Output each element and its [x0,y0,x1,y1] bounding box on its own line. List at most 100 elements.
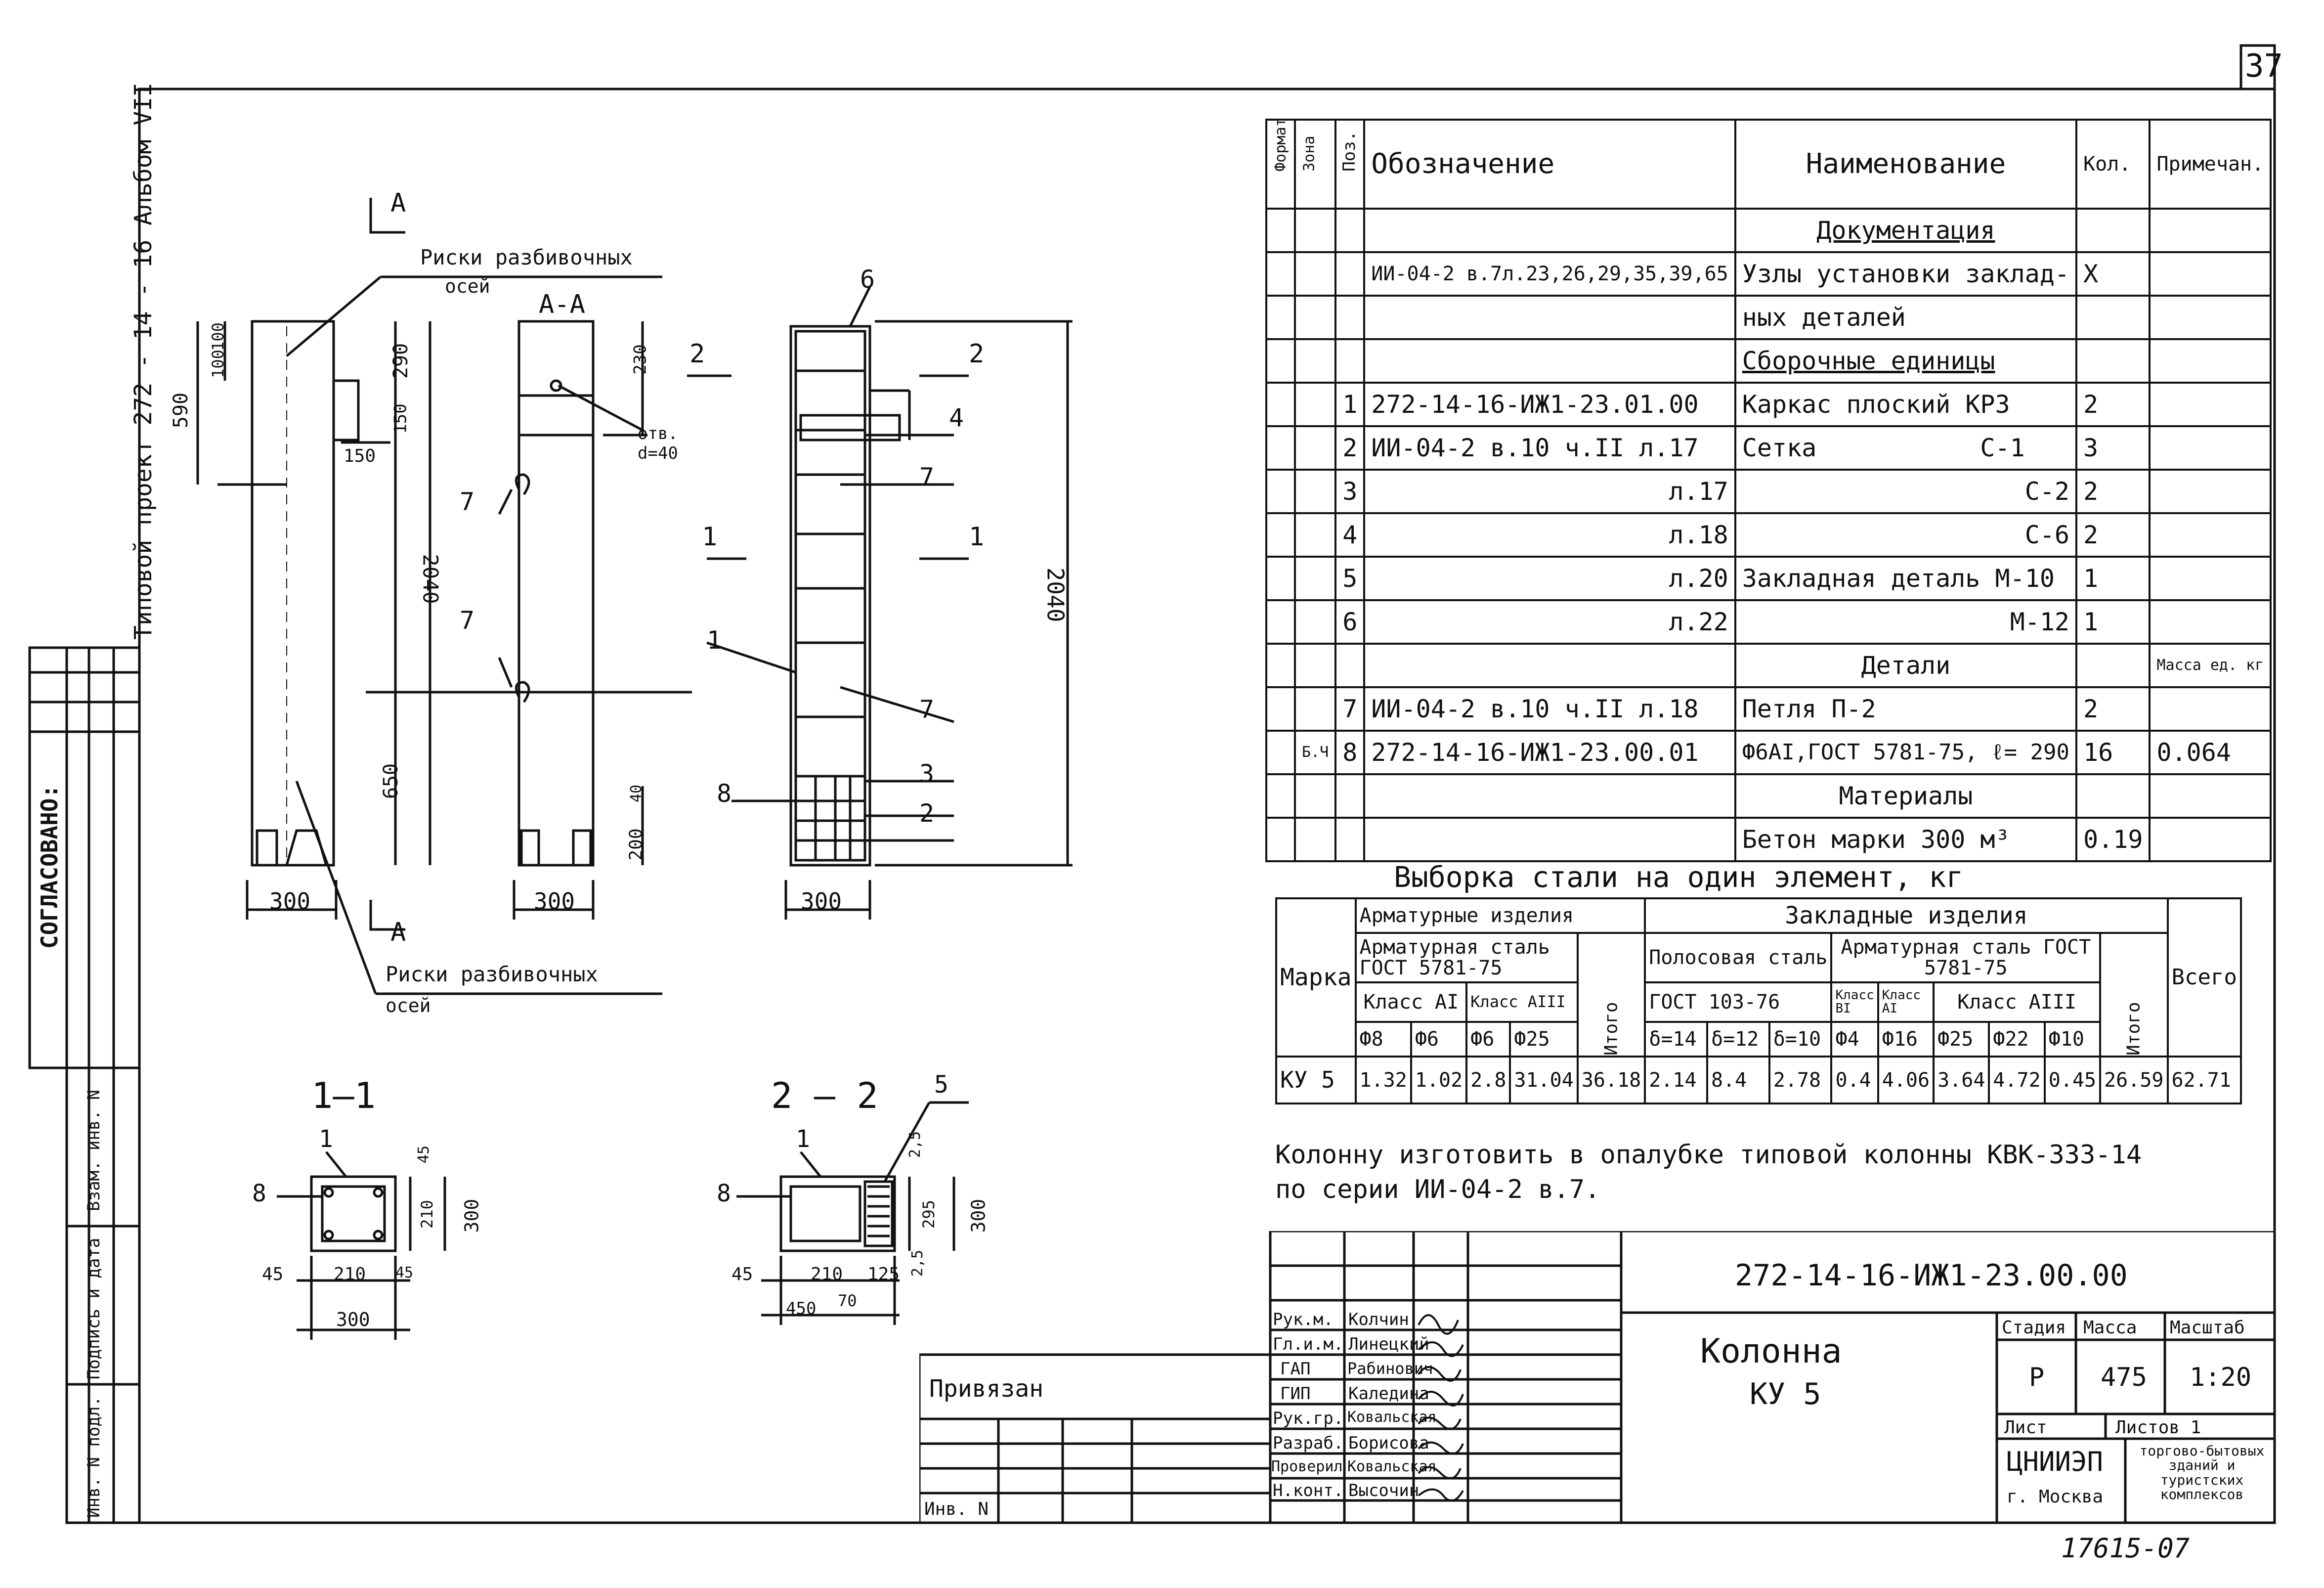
sel-h-gost103: ГОСТ 103-76 [1644,981,1833,1023]
dim-100a: 100 [208,322,227,351]
sel-h-strip: Полосовая сталь [1644,932,1833,983]
section-mark-a-top: А [390,188,406,218]
spec-header-pos: Поз. [1334,119,1366,210]
sel-sub: Ф22 [1988,1021,2046,1058]
s11-dim-45a: 45 [262,1264,284,1284]
section-2-2 [736,1101,969,1325]
mass-header: Масса [2083,1318,2137,1338]
name-5: Ковальская [1347,1409,1437,1426]
s11-pos-8: 8 [252,1180,266,1207]
pos-label-7d: 7 [460,606,475,635]
sel-val: 1.02 [1410,1056,1468,1104]
s22-dim-295: 295 [919,1200,938,1229]
axes-leader-bottom-2: осей [386,995,431,1016]
s22-pos-1: 1 [796,1125,810,1153]
sel-sub: Ф6 [1410,1021,1468,1058]
spec-header-name: Наименование [1734,119,2078,210]
sheet-label: Лист [2004,1417,2047,1438]
section-1-1 [277,1151,446,1340]
sel-val: 0.45 [2043,1056,2102,1104]
pos-label-4: 4 [949,403,964,432]
dim-300a: 300 [269,888,311,915]
sel-sub: Ф4 [1830,1021,1879,1058]
s11-dim-45b: 45 [395,1264,414,1281]
dim-230: 230 [630,344,650,375]
spec-header-zone: Зона [1293,119,1337,210]
sel-sub: δ=14 [1644,1021,1708,1058]
spec-header-designation: Обозначение [1363,119,1736,210]
sel-h-bi: Класс ВI [1830,981,1879,1023]
sel-h-mark: Марка [1275,897,1357,1058]
role-4: ГИП [1280,1384,1311,1404]
dim-590: 590 [170,392,193,429]
sel-sub: Ф25 [1933,1021,1990,1058]
sel-total2: 26.59 [2099,1056,2169,1104]
sel-mark: КУ 5 [1275,1056,1357,1104]
pos-label-6: 6 [860,265,875,294]
cut-label-2-left: 2 [689,339,705,369]
bound-label: Привязан [929,1375,1044,1403]
pos-label-3: 3 [919,759,935,788]
cut-label-2-right: 2 [969,339,985,369]
s22-dim-125: 125 [867,1264,900,1284]
name-7: Ковальская [1347,1458,1437,1475]
spec-header-format: Формат [1265,118,1296,210]
sel-val: 2.8 [1465,1056,1511,1104]
dim-100b: 100 [208,350,227,378]
s11-dim-210: 210 [334,1264,366,1284]
s11-dim-300: 300 [336,1309,370,1330]
sel-sub: Ф16 [1877,1021,1935,1058]
sel-h-total: Итого [1577,933,1645,1057]
sel-sub: δ=10 [1768,1021,1833,1058]
drawing-code: 272-14-16-ИЖ1-23.00.00 [1735,1258,2128,1293]
s22-dim-300v: 300 [967,1198,990,1233]
dim-300c: 300 [801,888,842,915]
axes-leader-top-2: осей [445,275,490,297]
sel-h-all: Всего [2166,897,2242,1058]
role-3: ГАП [1280,1359,1311,1379]
name-4: Каледина [1348,1384,1429,1404]
axes-leader-top: Риски разбивочных [420,245,633,269]
s11-dim-210v: 210 [417,1200,436,1229]
dim-650: 650 [380,763,403,799]
inventory-box [65,1066,141,1524]
section-title-1-1: 1—1 [311,1075,376,1116]
name-1: Колчин [1348,1310,1409,1329]
name-2: Линецкий [1348,1334,1429,1354]
dim-200: 200 [626,828,646,861]
cut-label-1-left: 1 [702,522,718,552]
role-6: Разраб. [1273,1433,1344,1453]
sel-sub: Ф8 [1354,1021,1412,1058]
org-city: г. Москва [2007,1487,2104,1507]
steel-selection-table: Марка Арматурные изделия Закладные издел… [1275,897,2242,1104]
sel-h-aiii: Класс АIII [1933,981,2102,1023]
sel-val: 4.72 [1988,1056,2046,1104]
name-6: Борисова [1348,1433,1429,1453]
role-8: Н.конт. [1273,1481,1344,1500]
section-title-aa: А-А [539,290,585,319]
sel-val: 31.04 [1509,1056,1579,1104]
side-agreed: СОГЛАСОВАНО: [36,784,63,949]
stage-header: Стадия [2002,1318,2066,1338]
section-title-2-2: 2 — 2 [771,1075,878,1116]
sheets-label: Листов 1 [2115,1417,2201,1438]
sel-h-rebar-items: Арматурные изделия [1354,897,1646,934]
role-7: Проверил [1271,1458,1343,1475]
main-view [196,198,692,995]
hole-note: отв. [638,424,678,443]
dim-2040: 2040 [418,554,443,604]
sel-h-class-ai: Класс АI [1354,981,1468,1023]
spec-row: Материалы [1265,773,2272,819]
page-number: 37 [2245,48,2283,85]
mass-value: 475 [2101,1363,2147,1392]
